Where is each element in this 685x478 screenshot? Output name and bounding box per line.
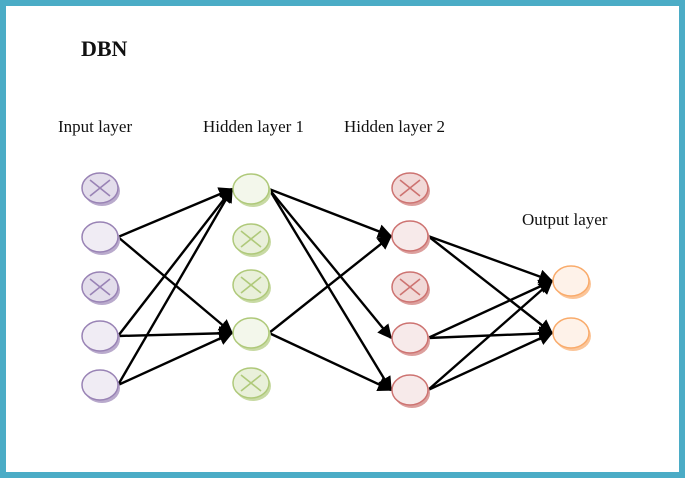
- connection-arrow: [117, 326, 234, 341]
- neuron: [232, 173, 271, 207]
- connection-arrow: [268, 235, 393, 334]
- neuron: [232, 317, 271, 351]
- connection-arrow: [427, 280, 554, 391]
- connection-arrow: [116, 187, 234, 386]
- layer-label-output: Output layer: [522, 210, 608, 229]
- connection-arrow: [427, 234, 554, 284]
- dropped-neuron: [391, 271, 430, 305]
- neuron: [552, 265, 591, 299]
- connection-arrow: [268, 331, 393, 392]
- neuron: [81, 320, 120, 354]
- dropped-neuron: [232, 367, 271, 401]
- neuron: [81, 369, 120, 403]
- dropped-neuron: [232, 269, 271, 303]
- neuron: [552, 317, 591, 351]
- layer-label-hidden-2: Hidden layer 2: [344, 117, 446, 136]
- neuron: [391, 322, 430, 356]
- connection-arrow: [427, 331, 554, 392]
- connection-arrow: [427, 279, 554, 340]
- connection-arrow: [267, 188, 393, 392]
- connection-arrow: [427, 235, 554, 334]
- neuron: [391, 220, 430, 254]
- dropped-neuron: [81, 271, 120, 305]
- connection-arrow: [268, 187, 393, 239]
- dropped-neuron: [232, 223, 271, 257]
- connection-arrow: [117, 331, 234, 387]
- connection-arrow: [268, 188, 392, 340]
- layer-label-input: Input layer: [58, 117, 133, 136]
- connection-arrow: [117, 187, 233, 337]
- layer-label-hidden-1: Hidden layer 1: [203, 117, 305, 136]
- connection-arrow: [117, 187, 234, 239]
- diagram-title: DBN: [81, 36, 128, 61]
- neuron: [391, 374, 430, 408]
- dropped-neuron: [81, 172, 120, 206]
- dropped-neuron: [391, 172, 430, 206]
- neuron: [81, 221, 120, 255]
